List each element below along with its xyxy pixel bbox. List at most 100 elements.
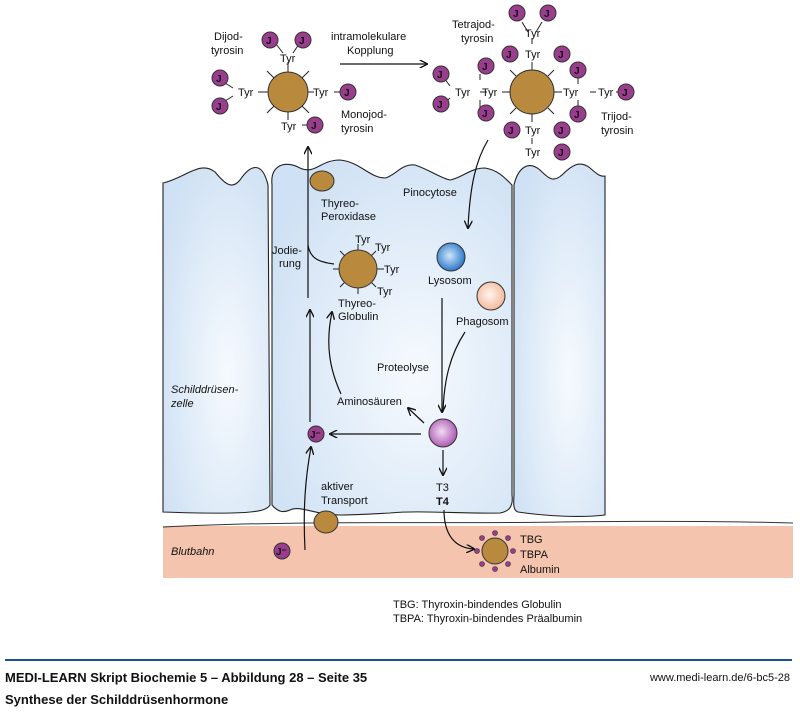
carrier-label-albumin: Albumin <box>520 564 560 576</box>
iodide-label: J⁻ <box>276 547 287 558</box>
tyr-label: Tyr <box>355 234 371 246</box>
tyr-label: Tyr <box>525 125 541 137</box>
tyr-label: Tyr <box>525 49 541 61</box>
svg-text:J: J <box>311 121 317 132</box>
svg-text:J: J <box>574 110 580 121</box>
svg-text:J: J <box>437 70 443 81</box>
carrier-protein <box>474 530 516 572</box>
thyroid-hormone-synthesis-diagram: Tyr Tyr Tyr Tyr J J J J J J Dijod- tyros… <box>162 4 794 625</box>
thyreoperoxidase-label: Peroxidase <box>321 211 376 223</box>
trijodtyrosin-label: Trijod- <box>601 111 632 123</box>
lysosom <box>436 242 466 272</box>
footer-divider <box>5 659 792 661</box>
footer-title: MEDI-LEARN Skript Biochemie 5 – Abbildun… <box>5 670 368 685</box>
lysosom-label: Lysosom <box>428 275 472 287</box>
dijodtyrosin-label: Dijod- <box>214 31 243 43</box>
tyr-label: Tyr <box>455 87 471 99</box>
tyr-label: Tyr <box>525 147 541 159</box>
transport-label: Transport <box>321 495 368 507</box>
blood-stream-label: Blutbahn <box>171 546 214 558</box>
pinocytose-label: Pinocytose <box>403 187 457 199</box>
globulin-to-iodination-curve <box>307 244 335 265</box>
footer-subtitle: Synthese der Schilddrüsenhormone <box>5 692 229 707</box>
aminosaeuren-label: Aminosäuren <box>337 396 402 408</box>
t4-label: T4 <box>436 496 450 508</box>
svg-text:J: J <box>544 9 550 20</box>
proteolyse-label: Proteolyse <box>377 362 429 374</box>
iodide-transporter <box>313 510 339 534</box>
svg-text:J: J <box>216 74 222 85</box>
svg-text:J: J <box>558 148 564 159</box>
phagosom <box>476 281 506 311</box>
cell-right <box>513 163 606 517</box>
amino-acids-recycle-arrow <box>329 312 342 395</box>
svg-text:J: J <box>216 102 222 113</box>
thyroid-cell-label: Schilddrüsen- <box>171 384 239 396</box>
cell-left <box>162 166 271 514</box>
coupled-thyreoglobulin: Tyr Tyr Tyr Tyr Tyr Tyr Tyr Tyr J J J J … <box>432 4 635 161</box>
tyr-label: Tyr <box>313 87 329 99</box>
transport-label: aktiver <box>321 481 354 493</box>
amino-acids-arrow <box>408 408 425 424</box>
legend-item: TBG: Thyroxin-bindendes Globulin <box>393 599 562 611</box>
iodinated-thyreoglobulin: Tyr Tyr Tyr Tyr J J J J J J Dijod- tyros… <box>211 31 387 135</box>
iodine-atoms: J J J J J J <box>211 31 357 134</box>
tyr-label: Tyr <box>377 286 393 298</box>
iodide-uptake-arrow <box>303 447 311 551</box>
thyreoglobulin-label: Globulin <box>338 311 378 323</box>
tyr-label: Tyr <box>563 87 579 99</box>
legend-item: TBPA: Thyroxin-bindendes Präalbumin <box>393 613 582 625</box>
tyr-label: Tyr <box>280 53 296 65</box>
thyroid-cell-label: zelle <box>170 398 194 410</box>
iodide-ion-blood <box>273 542 291 560</box>
svg-text:J: J <box>437 100 443 111</box>
jodierung-label: Jodie- <box>272 245 302 257</box>
monojodtyrosin-label: tyrosin <box>341 123 373 135</box>
iodine-atoms: J J J J J J J J J J J J J J <box>432 4 635 161</box>
jodierung-label: rung <box>279 258 301 270</box>
footer-url-link[interactable]: www.medi-learn.de/6-bc5-28 <box>649 672 790 684</box>
svg-text:J: J <box>558 126 564 137</box>
tyr-label: Tyr <box>384 264 400 276</box>
svg-text:J: J <box>622 88 628 99</box>
svg-text:J: J <box>574 66 580 77</box>
svg-text:J: J <box>482 109 488 120</box>
tetrajodtyrosin-label: Tetrajod- <box>452 19 495 31</box>
svg-text:J: J <box>506 50 512 61</box>
svg-text:J: J <box>558 50 564 61</box>
tyr-label: Tyr <box>375 242 391 254</box>
iodide-ion-cell <box>307 425 325 443</box>
thyreoglobulin-label: Thyreo- <box>338 298 376 310</box>
thyreoperoxidase-enzyme <box>309 170 335 192</box>
phagosom-label: Phagosom <box>456 316 509 328</box>
tyr-label: Tyr <box>281 121 297 133</box>
thyreoglobulin-cell: Tyr Tyr Tyr Tyr Thyreo- Globulin <box>333 234 400 323</box>
dijodtyrosin-label: tyrosin <box>211 45 243 57</box>
basal-membrane-line <box>162 520 794 528</box>
svg-text:J: J <box>513 9 519 20</box>
tyr-label: Tyr <box>238 87 254 99</box>
phagosom-arrow <box>442 331 466 413</box>
svg-text:J: J <box>508 126 514 137</box>
globulin-circle <box>267 71 309 113</box>
monojodtyrosin-label: Monojod- <box>341 109 387 121</box>
t3-label: T3 <box>436 482 449 494</box>
svg-text:J: J <box>482 62 488 73</box>
iodide-label: J⁻ <box>310 430 321 441</box>
tyr-label: Tyr <box>482 87 498 99</box>
t4-to-carrier-arrow <box>443 509 474 549</box>
globulin-circle <box>338 249 378 289</box>
tetrajodtyrosin-label: tyrosin <box>461 33 493 45</box>
thyreoperoxidase-label: Thyreo- <box>321 198 359 210</box>
coupling-label: intramolekulare <box>331 31 406 43</box>
tyr-label: Tyr <box>525 28 541 40</box>
globulin-circle <box>509 69 555 115</box>
coupling-label: Kopplung <box>347 45 394 57</box>
svg-text:J: J <box>299 36 305 47</box>
carrier-label-tbpa: TBPA <box>520 549 549 561</box>
carrier-label-tbg: TBG <box>520 534 543 546</box>
trijodtyrosin-label: tyrosin <box>601 125 633 137</box>
svg-text:J: J <box>344 88 350 99</box>
svg-text:J: J <box>266 36 272 47</box>
phagolysosome <box>428 418 458 448</box>
